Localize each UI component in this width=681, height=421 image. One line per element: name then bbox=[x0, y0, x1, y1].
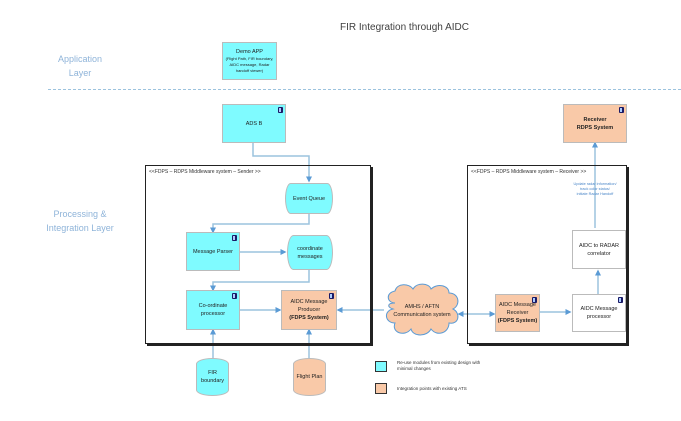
aidc-producer-line: (FDPS System) bbox=[289, 315, 329, 321]
coordinate-messages-line: coordinate bbox=[297, 245, 323, 252]
annotation-line: initiate Radar Handoff bbox=[576, 192, 614, 196]
coordinate-messages-node[interactable]: coordinate messages bbox=[287, 235, 333, 270]
flight-plan-label: Flight Plan bbox=[296, 374, 323, 380]
amhs-aftn-cloud-node[interactable] bbox=[383, 283, 461, 338]
component-icon bbox=[618, 297, 623, 303]
layer-divider bbox=[48, 89, 681, 90]
cloud-shape bbox=[386, 283, 459, 336]
aidc-message-producer-node[interactable]: AIDC Message Producer (FDPS System) bbox=[281, 290, 337, 330]
demo-app-title: Demo APP bbox=[236, 49, 263, 55]
connector-adsb-eventqueue bbox=[252, 143, 312, 183]
receiver-rdps-node[interactable]: Receiver RDPS System bbox=[563, 104, 627, 143]
correlator-line: AIDC to RADAR bbox=[578, 242, 620, 249]
layer-label-line: Layer bbox=[68, 68, 92, 78]
receiver-rdps-line: Receiver bbox=[583, 116, 607, 123]
component-icon bbox=[278, 107, 283, 113]
sender-frame-label: <<FDPS – RDPS Middleware system – Sender… bbox=[149, 169, 261, 175]
connector-coordmsgs-processor bbox=[210, 270, 310, 292]
cloud-line: AMHS / AFTN bbox=[404, 304, 440, 310]
correlator-annotation: Update radar information/ track color st… bbox=[560, 182, 630, 197]
aidc-receiver-line: Receiver bbox=[506, 310, 529, 316]
correlator-line: correlator bbox=[587, 250, 611, 257]
component-icon bbox=[532, 297, 537, 303]
aidc-processor-line: AIDC Message bbox=[580, 306, 618, 312]
legend-swatch-reuse bbox=[375, 360, 387, 372]
sender-frame: <<FDPS – RDPS Middleware system – Sender… bbox=[145, 165, 371, 344]
coordinate-processor-line: Co-ordinate bbox=[198, 303, 228, 309]
ads-b-label: ADS B bbox=[245, 120, 263, 127]
component-icon bbox=[232, 235, 237, 241]
event-queue-label: Event Queue bbox=[292, 195, 326, 202]
legend-line: minimal changes bbox=[397, 366, 431, 371]
receiver-rdps-line: RDPS System bbox=[576, 124, 614, 131]
legend-item-integration: Integration points with existing ATS bbox=[375, 383, 467, 394]
layer-label-line: Integration Layer bbox=[46, 223, 114, 233]
receiver-frame: <<FDPS – RDPS Middleware system – Receiv… bbox=[467, 165, 627, 344]
layer-label-line: Processing & bbox=[53, 209, 107, 219]
component-icon bbox=[232, 293, 237, 299]
aidc-producer-line: Producer bbox=[297, 307, 321, 313]
message-parser-node[interactable]: Message Parser bbox=[186, 232, 240, 271]
demo-app-detail: AIDC message, Radar bbox=[229, 62, 270, 67]
component-icon bbox=[329, 293, 334, 299]
receiver-frame-label: <<FDPS – RDPS Middleware system – Receiv… bbox=[471, 169, 587, 175]
message-parser-label: Message Parser bbox=[192, 248, 234, 255]
demo-app-detail: (Flight Path, FIR boundary, bbox=[225, 56, 274, 61]
demo-app-detail: handoff viewer) bbox=[235, 68, 264, 73]
ads-b-node[interactable]: ADS B bbox=[222, 104, 286, 143]
legend-swatch-integration bbox=[375, 383, 387, 394]
coordinate-messages-line: messages bbox=[297, 253, 323, 260]
aidc-receiver-line: (FDPS System) bbox=[497, 318, 538, 324]
aidc-message-processor-node[interactable]: AIDC Message processor bbox=[572, 294, 626, 332]
component-icon bbox=[619, 107, 624, 113]
fir-boundary-line: boundary bbox=[201, 378, 224, 384]
aidc-producer-line: AIDC Message bbox=[290, 299, 328, 305]
event-queue-node[interactable]: Event Queue bbox=[285, 183, 333, 214]
aidc-radar-correlator-node[interactable]: AIDC to RADAR correlator bbox=[572, 230, 626, 269]
flight-plan-database[interactable]: Flight Plan bbox=[293, 358, 326, 396]
annotation-line: Update radar information/ bbox=[573, 182, 617, 186]
coordinate-processor-node[interactable]: Co-ordinate processor bbox=[186, 290, 240, 330]
legend-text-reuse: Re-use modules from existing design with… bbox=[397, 360, 480, 372]
connector-eventqueue-parser bbox=[210, 214, 310, 234]
aidc-message-receiver-node[interactable]: AIDC Message Receiver (FDPS System) bbox=[495, 294, 540, 332]
legend-line: Re-use modules from existing design with bbox=[397, 360, 481, 365]
legend-item-reuse: Re-use modules from existing design with… bbox=[375, 360, 480, 372]
legend-text-integration: Integration points with existing ATS bbox=[397, 385, 467, 391]
aidc-processor-line: processor bbox=[586, 314, 612, 320]
cloud-line: Communication system bbox=[393, 312, 451, 318]
annotation-line: track color status/ bbox=[580, 187, 610, 191]
aidc-receiver-line: AIDC Message bbox=[499, 302, 536, 308]
demo-app-node[interactable]: Demo APP (Flight Path, FIR boundary, AID… bbox=[222, 42, 277, 80]
amhs-aftn-cloud-label: AMHS / AFTN Communication system bbox=[388, 300, 456, 322]
diagram-title: FIR Integration through AIDC bbox=[340, 22, 469, 33]
coordinate-processor-line: processor bbox=[200, 311, 226, 317]
processing-layer-label: Processing & Integration Layer bbox=[30, 207, 130, 235]
application-layer-label: Application Layer bbox=[40, 52, 120, 80]
layer-label-line: Application bbox=[57, 54, 103, 64]
fir-boundary-database[interactable]: FIR boundary bbox=[196, 358, 229, 396]
fir-boundary-line: FIR bbox=[208, 370, 217, 376]
